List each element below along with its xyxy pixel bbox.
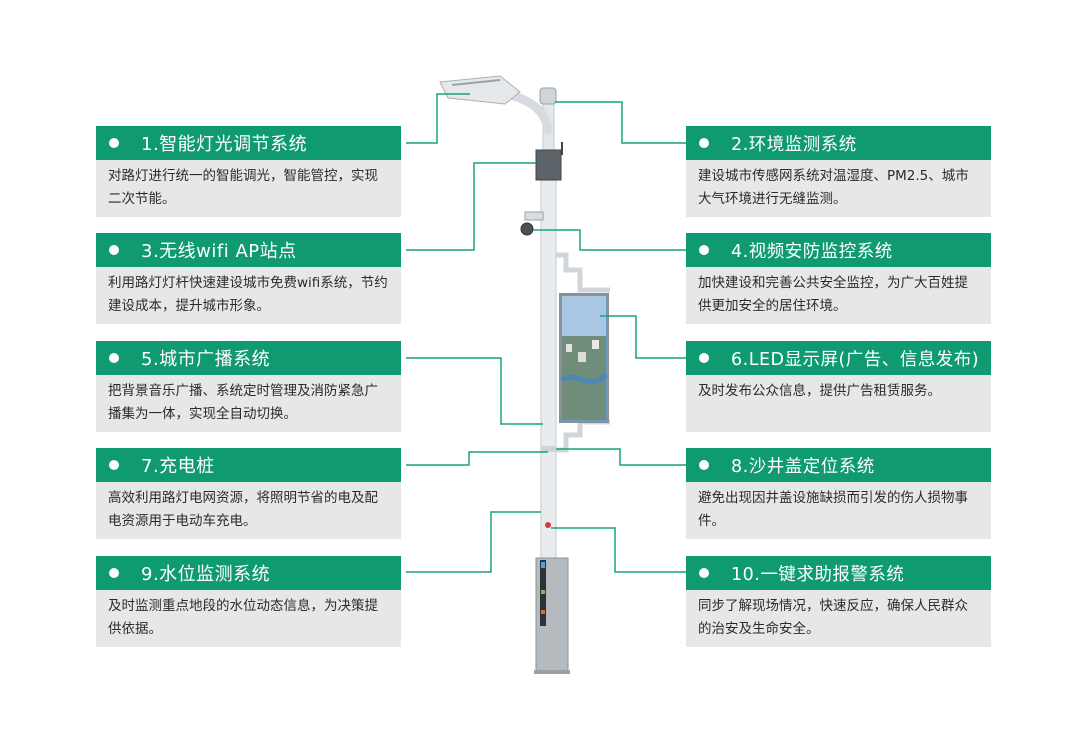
card-title: 2.环境监测系统 [731, 134, 857, 155]
card-title: 6.LED显示屏(广告、信息发布) [731, 349, 980, 370]
bullet-icon [109, 460, 119, 470]
card-video-surveillance: 4.视频安防监控系统 加快建设和完善公共安全监控，为广大百姓提供更加安全的居住环… [686, 233, 991, 324]
bullet-icon [109, 245, 119, 255]
connector-2 [555, 101, 686, 144]
smart-pole [439, 75, 610, 674]
card-description: 避免出现因井盖设施缺损而引发的伤人损物事件。 [686, 482, 991, 539]
card-emergency-alarm: 10.一键求助报警系统 同步了解现场情况，快速反应，确保人民群众的治安及生命安全… [686, 556, 991, 647]
card-description: 把背景音乐广播、系统定时管理及消防紧急广播集为一体，实现全自动切换。 [96, 375, 401, 432]
bullet-icon [109, 568, 119, 578]
card-title: 3.无线wifi AP站点 [141, 241, 297, 262]
card-description: 加快建设和完善公共安全监控，为广大百姓提供更加安全的居住环境。 [686, 267, 991, 324]
card-description: 建设城市传感网系统对温湿度、PM2.5、城市大气环境进行无缝监测。 [686, 160, 991, 217]
card-title: 8.沙井盖定位系统 [731, 456, 875, 477]
security-camera-icon [520, 222, 534, 236]
environment-sensor-icon [539, 87, 557, 105]
bullet-icon [699, 138, 709, 148]
bullet-icon [699, 460, 709, 470]
camera-bracket [524, 211, 544, 221]
connector-8 [556, 448, 686, 466]
connector-lines [406, 93, 686, 573]
card-description: 利用路灯灯杆快速建设城市免费wifi系统，节约建设成本，提升城市形象。 [96, 267, 401, 324]
card-water-level: 9.水位监测系统 及时监测重点地段的水位动态信息，为决策提供依据。 [96, 556, 401, 647]
card-smart-lighting: 1.智能灯光调节系统 对路灯进行统一的智能调光，智能管控，实现二次节能。 [96, 126, 401, 217]
connector-6 [600, 315, 686, 359]
card-broadcast: 5.城市广播系统 把背景音乐广播、系统定时管理及消防紧急广播集为一体，实现全自动… [96, 341, 401, 432]
card-led-display: 6.LED显示屏(广告、信息发布) 及时发布公众信息，提供广告租赁服务。 [686, 341, 991, 432]
street-lamp-icon [439, 75, 521, 105]
bullet-icon [699, 568, 709, 578]
connector-5 [406, 357, 543, 425]
card-title: 4.视频安防监控系统 [731, 241, 893, 262]
card-description: 高效利用路灯电网资源，将照明节省的电及配电资源用于电动车充电。 [96, 482, 401, 539]
card-title: 10.一键求助报警系统 [731, 564, 905, 585]
card-title: 1.智能灯光调节系统 [141, 134, 308, 155]
connector-3 [406, 162, 536, 251]
card-manhole-positioning: 8.沙井盖定位系统 避免出现因井盖设施缺损而引发的伤人损物事件。 [686, 448, 991, 539]
connector-7 [406, 451, 548, 466]
alarm-button-icon [545, 522, 551, 528]
bullet-icon [109, 353, 119, 363]
screen-bracket-top [556, 252, 610, 293]
bullet-icon [699, 245, 709, 255]
bullet-icon [699, 353, 709, 363]
bullet-icon [109, 138, 119, 148]
card-environment: 2.环境监测系统 建设城市传感网系统对温湿度、PM2.5、城市大气环境进行无缝监… [686, 126, 991, 217]
wifi-ap-icon [535, 149, 562, 181]
connector-9 [406, 511, 541, 573]
card-description: 同步了解现场情况，快速反应，确保人民群众的治安及生命安全。 [686, 590, 991, 647]
connector-10 [551, 527, 686, 573]
card-title: 5.城市广播系统 [141, 349, 271, 370]
connector-4 [533, 229, 686, 251]
card-description: 及时监测重点地段的水位动态信息，为决策提供依据。 [96, 590, 401, 647]
card-title: 9.水位监测系统 [141, 564, 271, 585]
card-title: 7.充电桩 [141, 456, 215, 477]
card-charging-pile: 7.充电桩 高效利用路灯电网资源，将照明节省的电及配电资源用于电动车充电。 [96, 448, 401, 539]
card-description: 对路灯进行统一的智能调光，智能管控，实现二次节能。 [96, 160, 401, 217]
screen-bracket-bottom [556, 419, 610, 453]
manhole-sensor-icon [541, 446, 556, 452]
card-description: 及时发布公众信息，提供广告租赁服务。 [686, 375, 991, 432]
card-wifi-ap: 3.无线wifi AP站点 利用路灯灯杆快速建设城市免费wifi系统，节约建设成… [96, 233, 401, 324]
connector-1 [406, 93, 470, 144]
